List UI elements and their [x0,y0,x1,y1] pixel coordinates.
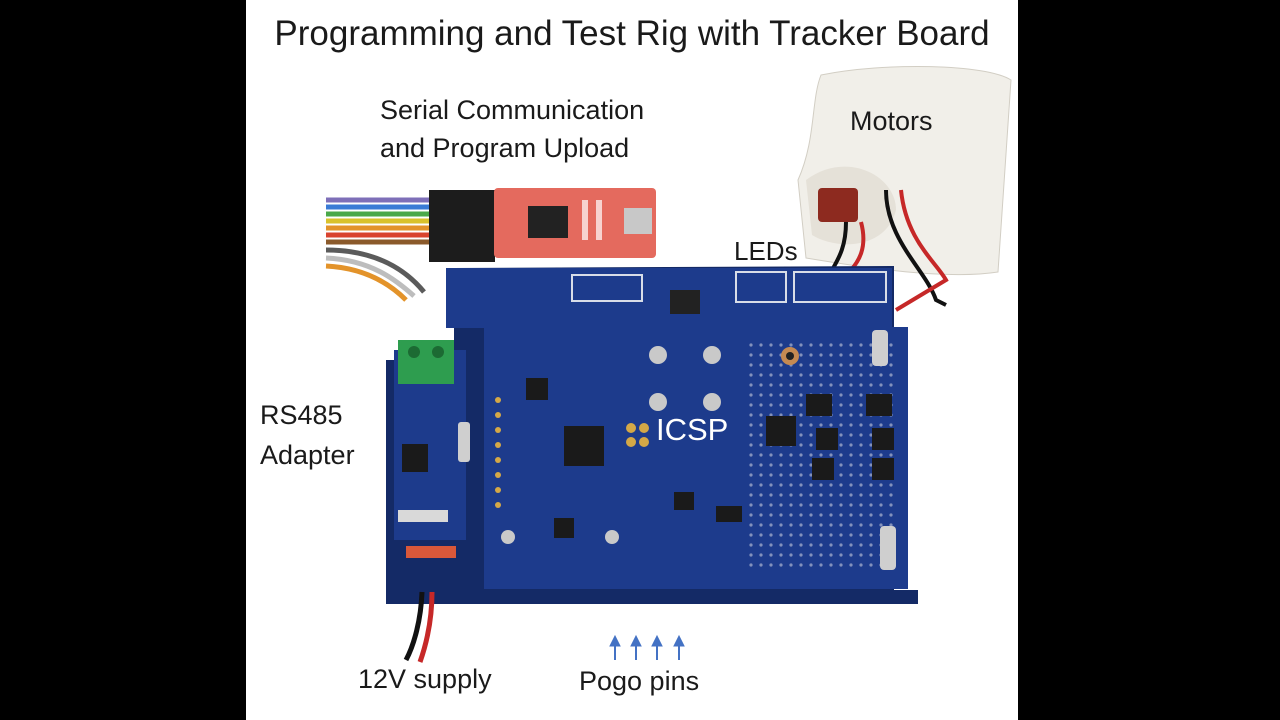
usb-serial-adapter [494,188,656,258]
motors-bundle [797,65,1012,312]
pogo-pins-label: Pogo pins [579,666,700,696]
page-title: Programming and Test Rig with Tracker Bo… [274,14,990,53]
rig-photo [325,65,1012,663]
rs485-label: RS485 Adapter [260,395,355,475]
rs485-label-line2: Adapter [260,440,355,470]
pogo-pin-arrows [609,634,685,660]
ribbon-connector [429,190,495,262]
motors-label: Motors [850,106,933,136]
leds-label: LEDs [734,236,798,266]
supply-wire-red [417,591,435,663]
serial-label-line2: and Program Upload [380,133,630,163]
supply-label: 12V supply [358,664,492,694]
serial-label-line1: Serial Communication [380,95,645,125]
tracker-board [484,327,908,589]
rs485-label-line1: RS485 [260,400,343,430]
icsp-label: ICSP [656,412,729,447]
serial-label: Serial Communication and Program Upload [380,91,644,167]
photo-panel: Programming and Test Rig with Tracker Bo… [246,0,1018,720]
rs485-adapter [394,340,470,558]
supply-wire-black [403,591,425,662]
ribbon-cable [325,197,431,302]
